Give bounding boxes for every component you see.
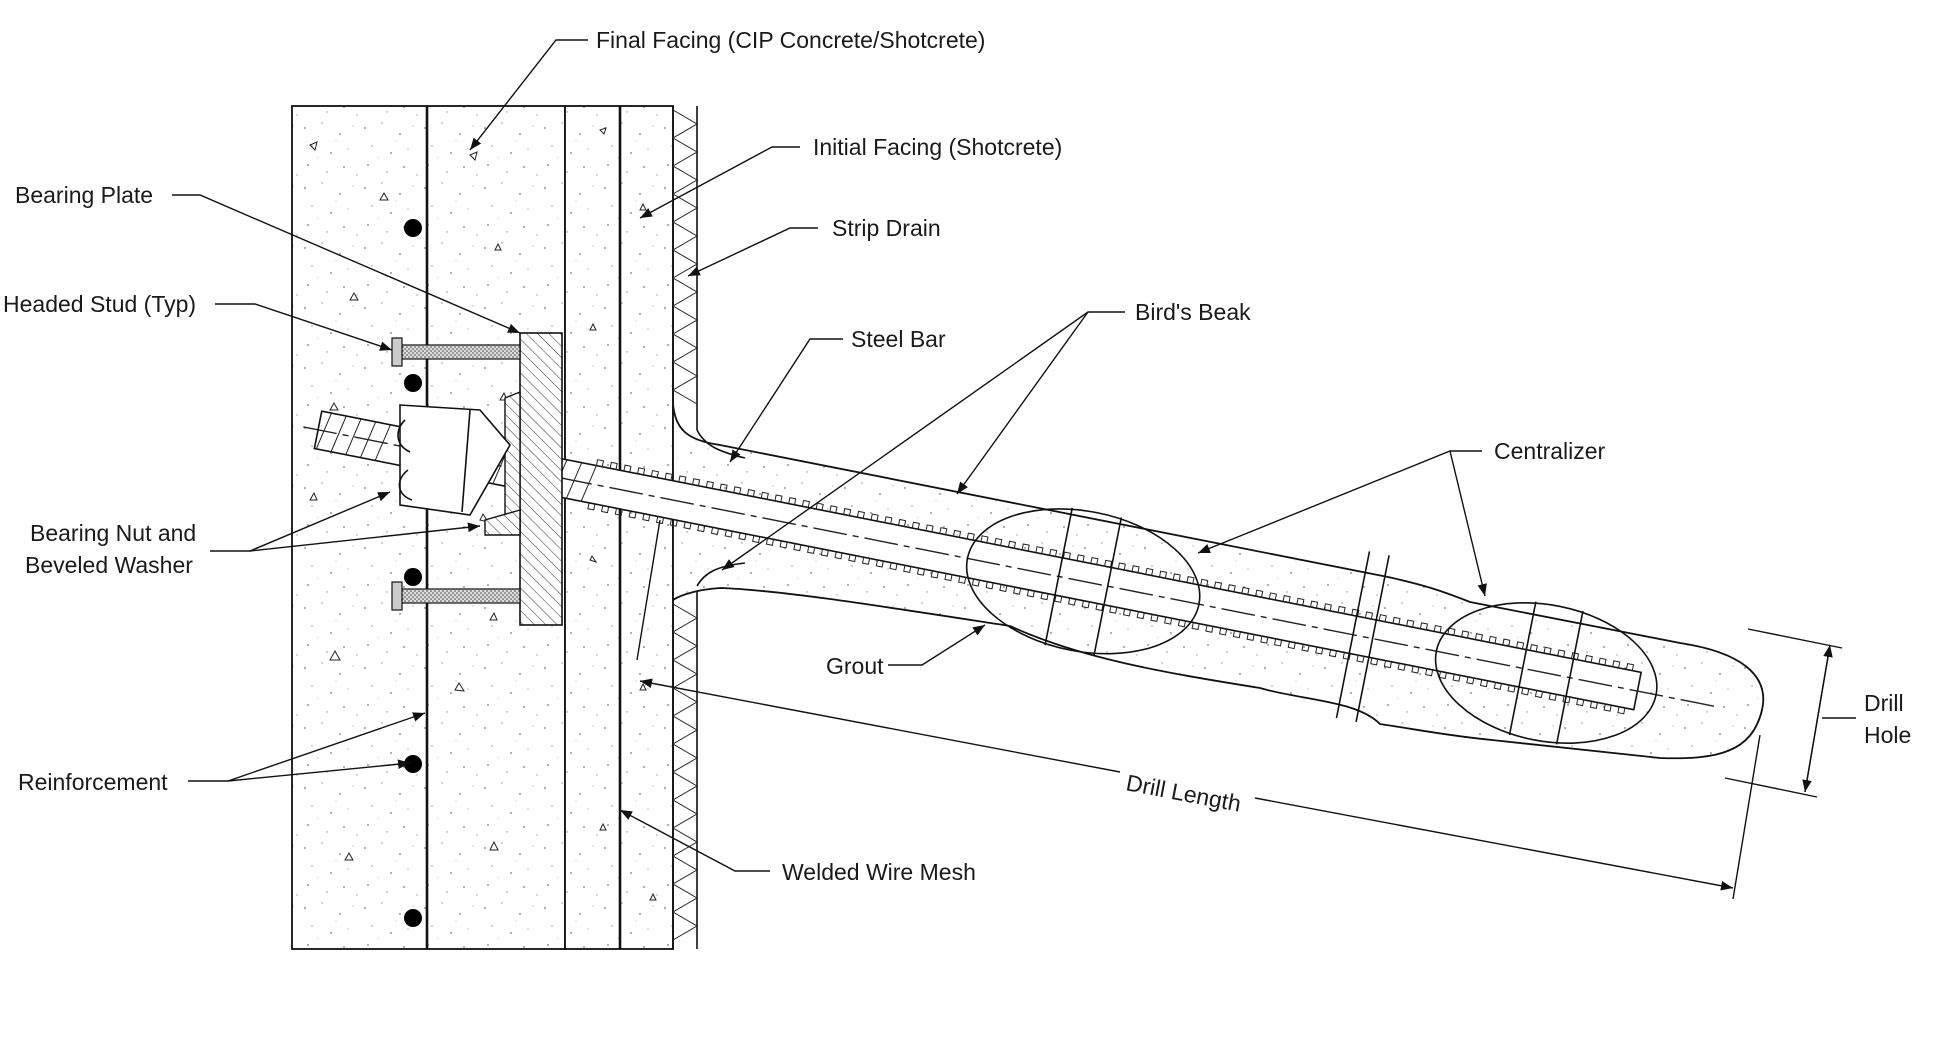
leader-lines [172, 39, 1856, 900]
bearing-plate [519, 332, 563, 626]
label-grout: Grout [826, 653, 884, 679]
label-strip-drain: Strip Drain [832, 215, 941, 241]
strip-drain [672, 106, 698, 949]
label-drill-hole-line1: Drill [1864, 690, 1904, 716]
label-final-facing: Final Facing (CIP Concrete/Shotcrete) [596, 27, 985, 53]
reinforcement-dot [404, 219, 422, 237]
headed-stud-upper [399, 344, 521, 360]
reinforcement-dot [404, 374, 422, 392]
label-drill-length: Drill Length [1124, 769, 1243, 816]
label-welded-wire-mesh: Welded Wire Mesh [782, 859, 976, 885]
label-headed-stud: Headed Stud (Typ) [3, 291, 196, 317]
label-reinforcement: Reinforcement [18, 769, 168, 795]
reinforcement-dot [404, 568, 422, 586]
label-bearing-nut-line2: Beveled Washer [25, 552, 193, 578]
headed-stud-lower [399, 588, 521, 604]
label-initial-facing: Initial Facing (Shotcrete) [813, 134, 1062, 160]
label-centralizer: Centralizer [1494, 438, 1606, 464]
label-steel-bar: Steel Bar [851, 326, 946, 352]
label-drill-hole-line2: Hole [1864, 722, 1911, 748]
label-bearing-nut-line1: Bearing Nut and [30, 520, 196, 546]
label-birds-beak: Bird's Beak [1135, 299, 1251, 325]
bearing-assembly [391, 332, 563, 626]
label-bearing-plate: Bearing Plate [15, 182, 153, 208]
reinforcement-dot [404, 909, 422, 927]
centralizer-2 [1434, 602, 1658, 744]
centralizer-1 [965, 508, 1201, 655]
labels: Final Facing (CIP Concrete/Shotcrete) In… [3, 27, 1911, 885]
